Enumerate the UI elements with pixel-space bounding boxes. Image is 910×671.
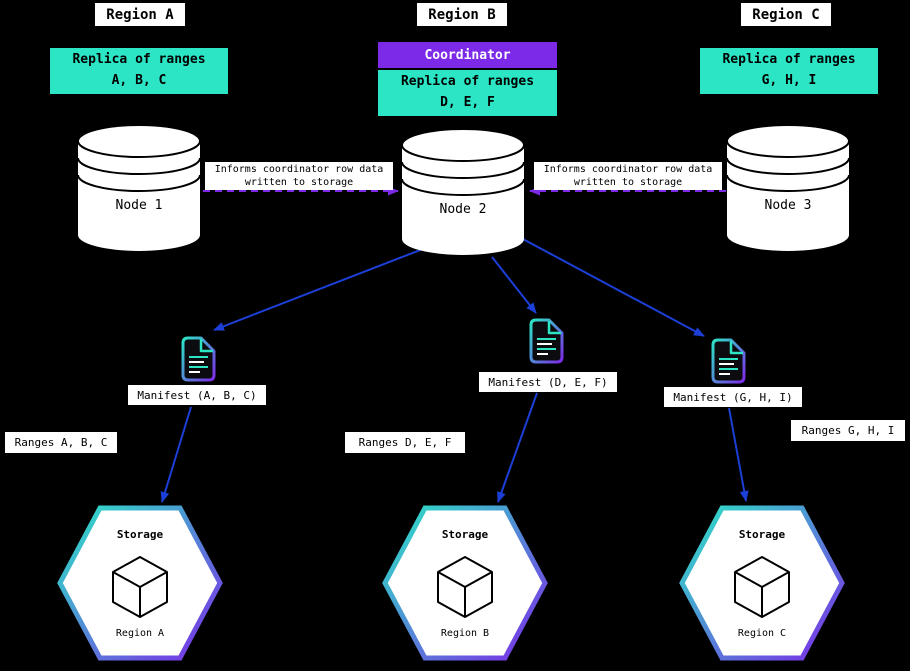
inform-label-right: Informs coordinator row data written to … (534, 162, 722, 190)
replica-c-line2: G, H, I (761, 73, 817, 88)
storage-b-title: Storage (441, 528, 489, 541)
arrow-manifest-def-to-storage-b (497, 392, 538, 503)
storage-hexagon-region-c (679, 505, 845, 661)
region-a-title: Region A (95, 3, 185, 26)
replica-box-region-c: Replica of ranges G, H, I (700, 48, 878, 94)
node2-label: Node 2 (439, 202, 487, 217)
replica-c-line1: Replica of ranges (722, 52, 856, 68)
replica-b-line1: Replica of ranges (400, 74, 535, 90)
node1-label: Node 1 (115, 198, 163, 213)
ranges-ghi-label: Ranges G, H, I (791, 420, 905, 441)
storage-hexagon-region-b (382, 505, 548, 661)
storage-b-region-label: Region B (440, 628, 490, 639)
node3-label: Node 3 (764, 198, 812, 213)
storage-c-region-label: Region C (737, 628, 787, 639)
manifest-def-icon (529, 318, 564, 364)
arrow-node2-to-manifest-ghi (520, 237, 705, 337)
region-c-title: Region C (741, 3, 831, 26)
node1-database-icon (77, 124, 201, 252)
node3-database-icon (726, 124, 850, 252)
region-b-title: Region B (417, 3, 507, 26)
replica-a-line1: Replica of ranges (72, 52, 206, 68)
manifest-ghi-label: Manifest (G, H, I) (664, 387, 802, 407)
ranges-def-label: Ranges D, E, F (345, 432, 465, 453)
arrow-manifest-ghi-to-storage-c (728, 407, 749, 502)
storage-a-title: Storage (116, 528, 164, 541)
coordinator-box: Coordinator (378, 42, 557, 68)
node2-database-icon (401, 128, 525, 256)
storage-a-region-label: Region A (115, 628, 165, 639)
inform-label-left: Informs coordinator row data written to … (205, 162, 393, 190)
inform-left-line2: written to storage (244, 177, 354, 188)
inform-right-line2: written to storage (573, 177, 683, 188)
arrow-node2-to-manifest-def (491, 256, 537, 314)
storage-c-title: Storage (738, 528, 786, 541)
ranges-abc-label: Ranges A, B, C (5, 432, 117, 453)
replica-a-line2: A, B, C (111, 73, 167, 88)
arrow-node2-to-manifest-abc (213, 246, 429, 331)
inform-right-line1: Informs coordinator row data (543, 163, 713, 175)
replica-b-line2: D, E, F (440, 95, 495, 110)
arrow-manifest-abc-to-storage-a (160, 406, 192, 503)
replica-box-region-a: Replica of ranges A, B, C (50, 48, 228, 94)
inform-left-line1: Informs coordinator row data (214, 163, 384, 175)
manifest-abc-label: Manifest (A, B, C) (128, 385, 266, 405)
manifest-abc-icon (181, 336, 216, 382)
manifest-ghi-icon (711, 338, 746, 384)
manifest-def-label: Manifest (D, E, F) (479, 372, 617, 392)
storage-hexagon-region-a (57, 505, 223, 661)
replica-box-region-b: Replica of ranges D, E, F (378, 70, 557, 116)
